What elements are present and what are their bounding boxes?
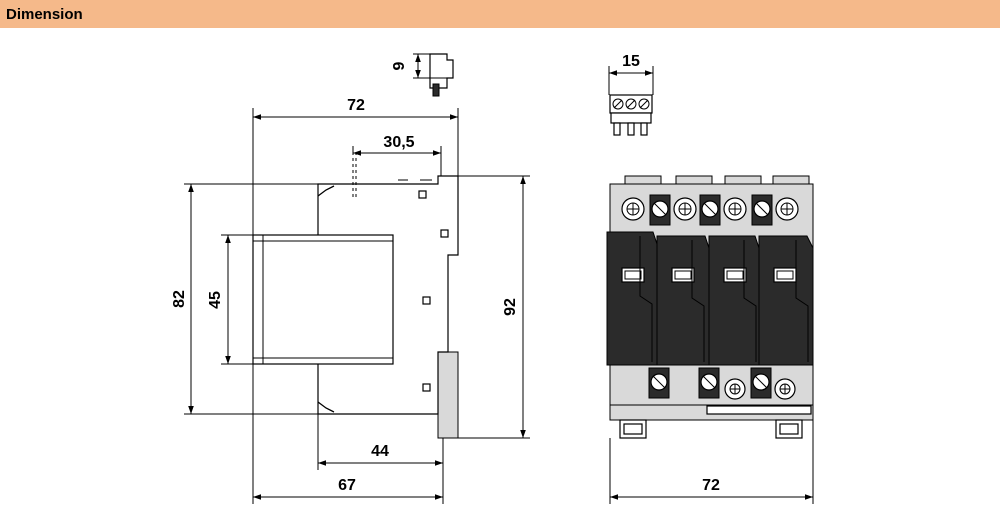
dim-side-rear-height: 92	[458, 175, 530, 439]
dim-label-15: 15	[622, 53, 640, 70]
dim-side-overall-width: 72	[252, 97, 459, 235]
dim-label-72-side: 72	[347, 97, 365, 114]
plug-front-detail: 15	[608, 53, 654, 136]
dim-label-67: 67	[338, 477, 356, 494]
section-title: Dimension	[6, 5, 83, 23]
side-latch-top	[317, 185, 335, 197]
front-view	[606, 175, 814, 439]
front-modules	[606, 231, 814, 366]
plug-side-detail: 9	[391, 53, 454, 97]
dim-side-front-depth: 44	[317, 414, 444, 470]
dim-side-total-depth: 67	[252, 364, 444, 504]
section-header: Dimension	[0, 0, 1000, 28]
side-front-module	[252, 234, 394, 365]
side-view	[252, 152, 459, 439]
dim-label-30-5: 30,5	[383, 134, 414, 151]
front-top-terminals	[621, 194, 799, 226]
dim-label-82: 82	[171, 290, 188, 308]
dim-front-width: 72	[609, 420, 814, 504]
side-rail-block	[437, 351, 459, 439]
dim-label-9: 9	[391, 61, 408, 70]
front-bottom-terminals	[648, 367, 796, 400]
side-latch-bottom	[317, 401, 335, 413]
dim-side-front-height: 45	[207, 234, 253, 365]
dim-label-45: 45	[207, 291, 224, 309]
dim-side-overall-height: 82	[171, 183, 318, 415]
dim-label-72-front: 72	[702, 477, 720, 494]
dim-label-92: 92	[502, 298, 519, 316]
dim-side-cover-offset: 30,5	[352, 134, 442, 176]
dim-label-44: 44	[371, 443, 389, 460]
